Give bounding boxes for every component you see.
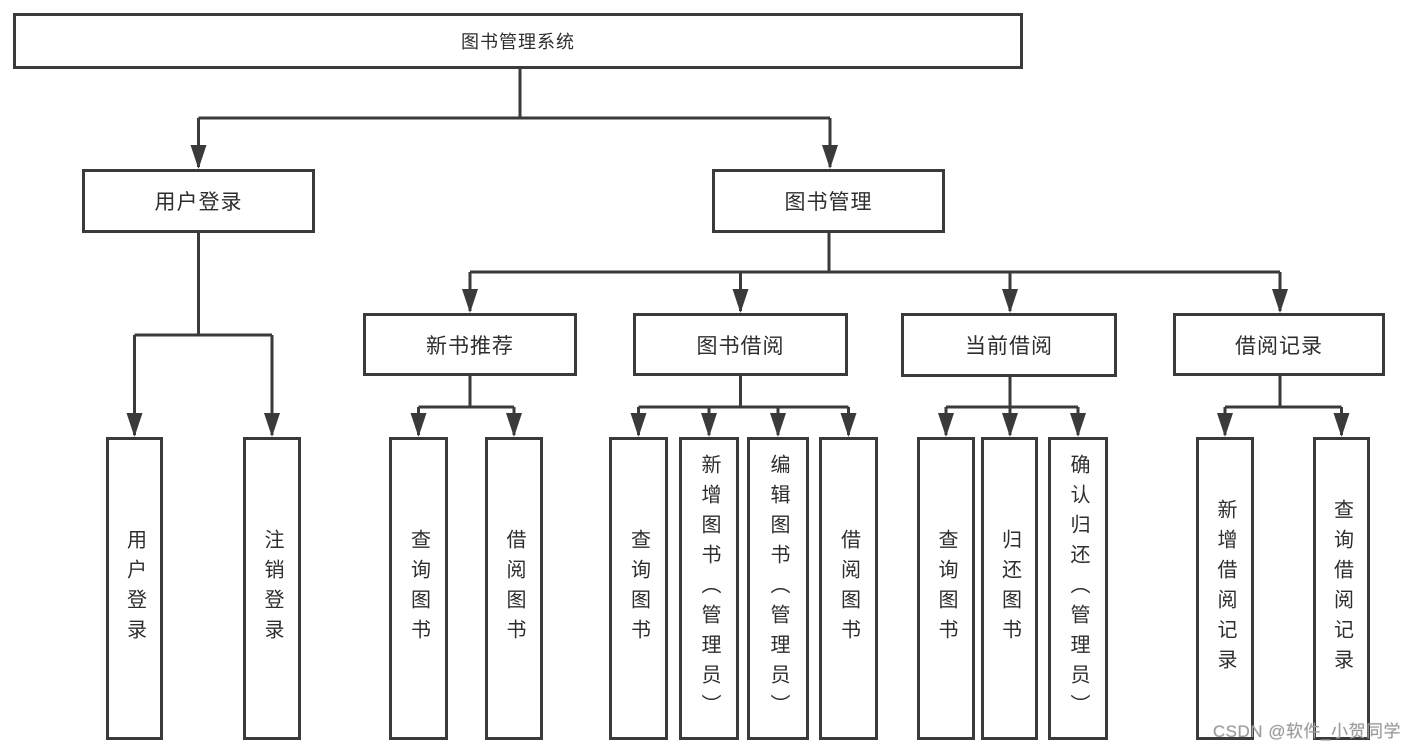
leaf-label: 查询图书 — [935, 528, 957, 649]
node-library-management-system: 图书管理系统 — [13, 13, 1023, 69]
leaf-query-borrow-record: 查询借阅记录 — [1313, 437, 1370, 740]
leaf-label: 查询借阅记录 — [1330, 498, 1353, 679]
leaf-edit-book-admin: 编辑图书（管理员） — [747, 437, 809, 740]
leaf-label: 用户登录 — [123, 528, 146, 649]
leaf-logout: 注销登录 — [243, 437, 301, 740]
leaf-label: 注销登录 — [261, 528, 283, 649]
leaf-label: 编辑图书（管理员） — [767, 453, 789, 724]
leaf-return-book: 归还图书 — [981, 437, 1038, 740]
leaf-add-book-admin: 新增图书（管理员） — [679, 437, 739, 740]
leaf-label: 借阅图书 — [837, 528, 860, 649]
node-label: 当前借阅 — [965, 335, 1053, 358]
leaf-label: 新增图书（管理员） — [698, 453, 720, 724]
node-book-management: 图书管理 — [712, 169, 945, 233]
node-label: 图书管理 — [784, 191, 873, 214]
leaf-label: 确认归还（管理员） — [1067, 453, 1089, 724]
node-borrowing-records: 借阅记录 — [1173, 313, 1385, 376]
leaf-user-login: 用户登录 — [106, 437, 163, 740]
node-current-borrowing: 当前借阅 — [901, 313, 1117, 377]
arrowheads — [126, 145, 1350, 437]
node-label: 新书推荐 — [426, 334, 514, 358]
leaf-label: 查询图书 — [407, 528, 430, 649]
leaf-query-books-current: 查询图书 — [917, 437, 975, 740]
leaf-label: 新增借阅记录 — [1214, 498, 1236, 679]
node-book-borrowing: 图书借阅 — [633, 313, 848, 376]
csdn-watermark: CSDN @软件_小贺同学 — [1212, 722, 1401, 741]
node-user-login: 用户登录 — [82, 169, 315, 233]
leaf-label: 借阅图书 — [503, 528, 525, 649]
leaf-label: 查询图书 — [627, 528, 650, 649]
leaf-borrow-books: 借阅图书 — [819, 437, 878, 740]
node-label: 图书借阅 — [696, 334, 785, 358]
node-label: 图书管理系统 — [461, 32, 575, 52]
leaf-query-books-recommend: 查询图书 — [389, 437, 448, 740]
leaf-confirm-return-admin: 确认归还（管理员） — [1048, 437, 1108, 740]
leaf-label: 归还图书 — [998, 528, 1021, 649]
node-label: 用户登录 — [154, 191, 243, 214]
node-label: 借阅记录 — [1235, 334, 1323, 358]
leaf-add-borrow-record: 新增借阅记录 — [1196, 437, 1254, 740]
leaf-borrow-books-recommend: 借阅图书 — [485, 437, 543, 740]
leaf-query-books-borrow: 查询图书 — [609, 437, 668, 740]
node-new-book-recommend: 新书推荐 — [363, 313, 577, 376]
